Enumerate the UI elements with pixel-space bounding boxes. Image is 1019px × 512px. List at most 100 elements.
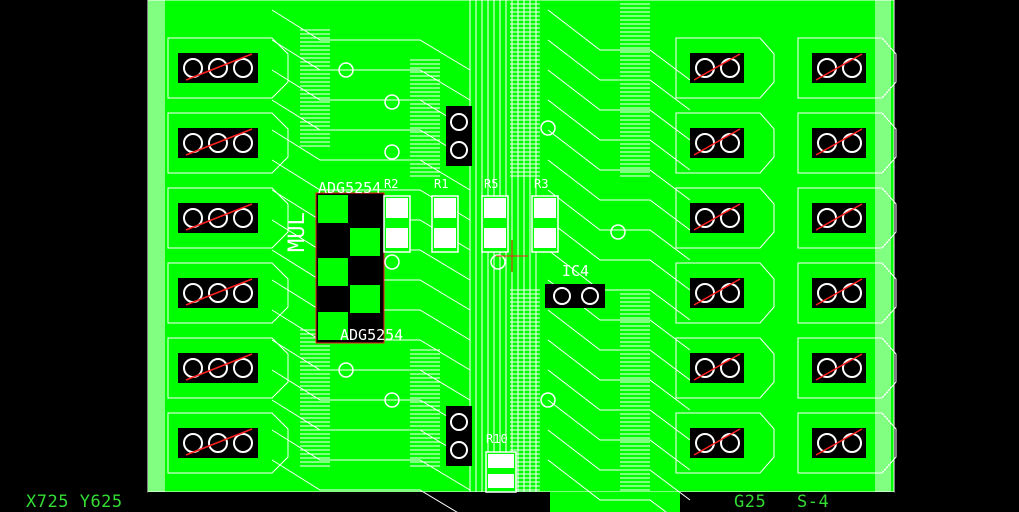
y-coordinate: Y625 xyxy=(79,492,123,512)
mul-vertical-label: MUL xyxy=(285,212,310,252)
resistor-label-r5: R5 xyxy=(484,177,498,191)
fanout-trace xyxy=(271,99,471,161)
ratsnest-line xyxy=(693,203,741,231)
fanout-trace xyxy=(547,219,691,291)
fanout-trace xyxy=(271,339,471,401)
snap-setting: S-4 xyxy=(797,492,830,512)
fanout-trace xyxy=(547,69,691,141)
pad xyxy=(208,208,228,228)
resistor-label-r1: R1 xyxy=(434,177,448,191)
cursor-crosshair-icon xyxy=(496,240,528,272)
via xyxy=(384,94,400,110)
ratsnest-line xyxy=(815,353,863,381)
pad xyxy=(233,358,253,378)
ratsnest-line xyxy=(693,278,741,306)
pad xyxy=(450,413,468,431)
ic-label-ic4: IC4 xyxy=(562,262,589,280)
trace xyxy=(167,187,289,249)
resistor-pad xyxy=(484,198,506,218)
via xyxy=(384,254,400,270)
trace xyxy=(675,337,775,399)
ic-copper-cell xyxy=(318,258,348,286)
via xyxy=(490,254,506,270)
resistor-pad xyxy=(434,228,456,248)
resistor-pad xyxy=(534,228,556,248)
ratsnest-line xyxy=(185,278,253,306)
pad xyxy=(208,358,228,378)
ic-label-adg5254-top: ADG5254 xyxy=(318,179,381,197)
x-coordinate: X725 xyxy=(26,492,69,512)
pad xyxy=(581,287,599,305)
r10-pad xyxy=(488,474,514,488)
via xyxy=(384,144,400,160)
fanout-trace xyxy=(271,129,471,191)
trace xyxy=(675,262,775,324)
pad xyxy=(233,433,253,453)
pad xyxy=(450,113,468,131)
pad xyxy=(450,141,468,159)
pads-layer xyxy=(178,53,866,458)
ic-copper-cell xyxy=(318,312,348,340)
fanout-trace xyxy=(271,369,471,431)
ic-copper-cell xyxy=(350,285,380,313)
fanout-trace xyxy=(547,399,691,471)
ic-copper-cell xyxy=(350,228,380,256)
trace xyxy=(167,412,289,474)
fanout-trace xyxy=(271,399,471,461)
ratsnest-line xyxy=(185,428,253,456)
traces-layer xyxy=(149,0,897,512)
ratsnest-line xyxy=(693,128,741,156)
via xyxy=(384,392,400,408)
ic-outline xyxy=(315,192,385,344)
small-part xyxy=(446,106,472,166)
ratsnest-line xyxy=(185,353,253,381)
fanout-trace xyxy=(271,459,458,512)
ratsnest-line xyxy=(693,353,741,381)
pad xyxy=(208,283,228,303)
resistor-pad xyxy=(386,228,408,248)
pad xyxy=(450,441,468,459)
ratsnest-line xyxy=(815,128,863,156)
ratsnest-line xyxy=(815,278,863,306)
trace xyxy=(167,112,289,174)
fanout-trace xyxy=(547,129,691,201)
pad xyxy=(208,433,228,453)
ratsnest-line xyxy=(693,53,741,81)
ratsnest-line xyxy=(185,128,253,156)
pad xyxy=(553,287,571,305)
trace xyxy=(167,262,289,324)
ratsnest-line xyxy=(815,428,863,456)
via xyxy=(610,224,626,240)
trace xyxy=(675,412,775,474)
trace xyxy=(675,112,775,174)
trace xyxy=(167,37,289,99)
via xyxy=(338,362,354,378)
resistor-label-r2: R2 xyxy=(384,177,398,191)
ratsnest-line xyxy=(815,203,863,231)
parts-layer xyxy=(315,62,626,493)
status-bar-right-bg xyxy=(680,492,894,512)
fanout-trace xyxy=(271,429,471,491)
ic-copper-cell xyxy=(318,195,348,223)
trace xyxy=(675,37,775,99)
fanout-trace xyxy=(271,39,471,101)
resistor-pad xyxy=(484,228,506,248)
ic-label-adg5254-bottom: ADG5254 xyxy=(340,326,403,344)
pad xyxy=(208,133,228,153)
resistor-pad xyxy=(434,198,456,218)
trace xyxy=(675,187,775,249)
fanout-trace xyxy=(547,9,691,81)
resistor-pad xyxy=(386,198,408,218)
r10-pad xyxy=(488,454,514,468)
resistor-label-r10: R10 xyxy=(486,432,508,446)
pad xyxy=(208,58,228,78)
small-part xyxy=(446,406,472,466)
trace xyxy=(167,337,289,399)
ratsnest-line xyxy=(693,428,741,456)
fanout-trace xyxy=(547,339,691,411)
resistor-label-r3: R3 xyxy=(534,177,548,191)
status-bar-bg xyxy=(148,492,550,512)
cursor-coordinates: X725 Y625 xyxy=(26,492,123,512)
fanout-trace xyxy=(547,459,667,512)
